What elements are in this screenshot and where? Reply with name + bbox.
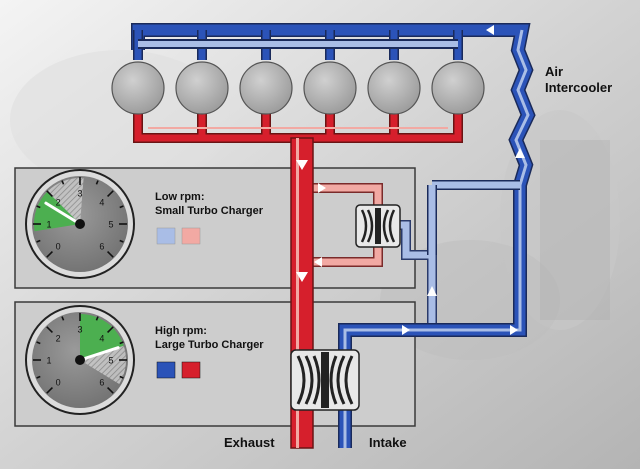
panel-low-title-line1: Low rpm: <box>155 191 205 203</box>
gauge-tick <box>107 190 114 197</box>
gauge-needle <box>44 201 82 226</box>
cylinder-6 <box>431 61 485 115</box>
arrow-down-icon <box>296 160 308 170</box>
arrow-left-icon <box>486 25 494 35</box>
panel-high-title-line2: Large Turbo Charger <box>155 339 264 351</box>
gauge-tick-label: 6 <box>99 377 104 387</box>
gauge-tick <box>36 341 41 345</box>
gauge-tick <box>46 251 53 258</box>
gauge-tick-label: 1 <box>46 220 51 230</box>
gauge-tick <box>95 180 99 185</box>
gauge-tick-label: 2 <box>56 334 61 344</box>
gauge-tick-label: 0 <box>56 241 61 251</box>
gauge-tick-label: 3 <box>77 189 82 199</box>
legend-swatch-exhaust <box>181 361 201 379</box>
gauge-tick <box>107 251 114 258</box>
gauge-tick <box>61 316 65 321</box>
gauge-hatched-range <box>47 178 84 224</box>
gauge-tick-label: 4 <box>99 198 104 208</box>
gauge-tick <box>107 326 114 333</box>
panel-low-title-line2: Small Turbo Charger <box>155 205 264 217</box>
gauge-tick <box>46 387 53 394</box>
gauge-tick <box>46 326 53 333</box>
gauge-tick <box>119 341 124 345</box>
arrow-up-icon <box>427 286 437 296</box>
large-turbocharger-icon <box>290 349 360 411</box>
gauge-tick <box>95 316 99 321</box>
legend-swatch-intake-light <box>156 227 176 245</box>
arrow-down-icon <box>296 272 308 282</box>
arrow-left-icon <box>314 257 322 267</box>
rpm-gauge-low: 0 1 2 3 4 5 6 <box>25 169 135 279</box>
legend-swatch-intake <box>156 361 176 379</box>
intake-manifold <box>133 30 463 60</box>
cylinder-3 <box>239 61 293 115</box>
cylinder-4 <box>303 61 357 115</box>
arrow-right-icon <box>510 325 518 335</box>
arrow-right-icon <box>402 325 410 335</box>
gauge-tick-label: 5 <box>108 356 113 366</box>
exhaust-label: Exhaust <box>224 435 275 450</box>
engine-cylinders <box>111 61 485 115</box>
cylinder-1 <box>111 61 165 115</box>
air-intercooler-label-line2: Intercooler <box>545 80 612 95</box>
air-intercooler-label-line1: Air <box>545 64 563 79</box>
gauge-tick <box>36 239 41 243</box>
gauge-tick <box>36 205 41 209</box>
gauge-tick-label: 4 <box>99 334 104 344</box>
cylinder-5 <box>367 61 421 115</box>
arrow-up-icon <box>515 148 525 158</box>
gauge-tick <box>36 375 41 379</box>
gauge-tick <box>119 375 124 379</box>
intake-label: Intake <box>369 435 407 450</box>
flow-arrows <box>296 25 525 404</box>
gauge-tick <box>119 239 124 243</box>
gauge-tick <box>61 180 65 185</box>
gauge-tick-label: 6 <box>99 241 104 251</box>
gauge-tick-label: 2 <box>56 198 61 208</box>
gauge-tick-label: 0 <box>56 377 61 387</box>
gauge-tick-label: 3 <box>77 325 82 335</box>
rpm-gauge-high: 0 1 2 3 4 5 6 <box>25 305 135 415</box>
gauge-hub <box>75 355 85 365</box>
gauge-hatched-range <box>80 345 127 385</box>
gauge-tick-label: 5 <box>108 220 113 230</box>
gauge-hub <box>75 219 85 229</box>
panel-high-title-line1: High rpm: <box>155 325 207 337</box>
gauge-needle <box>78 346 120 362</box>
intake-pipe <box>131 23 536 448</box>
gauge-tick <box>119 205 124 209</box>
cylinder-2 <box>175 61 229 115</box>
small-turbocharger-icon <box>355 204 401 248</box>
legend-swatch-exhaust-light <box>181 227 201 245</box>
gauge-tick <box>107 387 114 394</box>
gauge-tick-label: 1 <box>46 356 51 366</box>
gauge-tick <box>46 190 53 197</box>
arrow-right-icon <box>318 183 326 193</box>
